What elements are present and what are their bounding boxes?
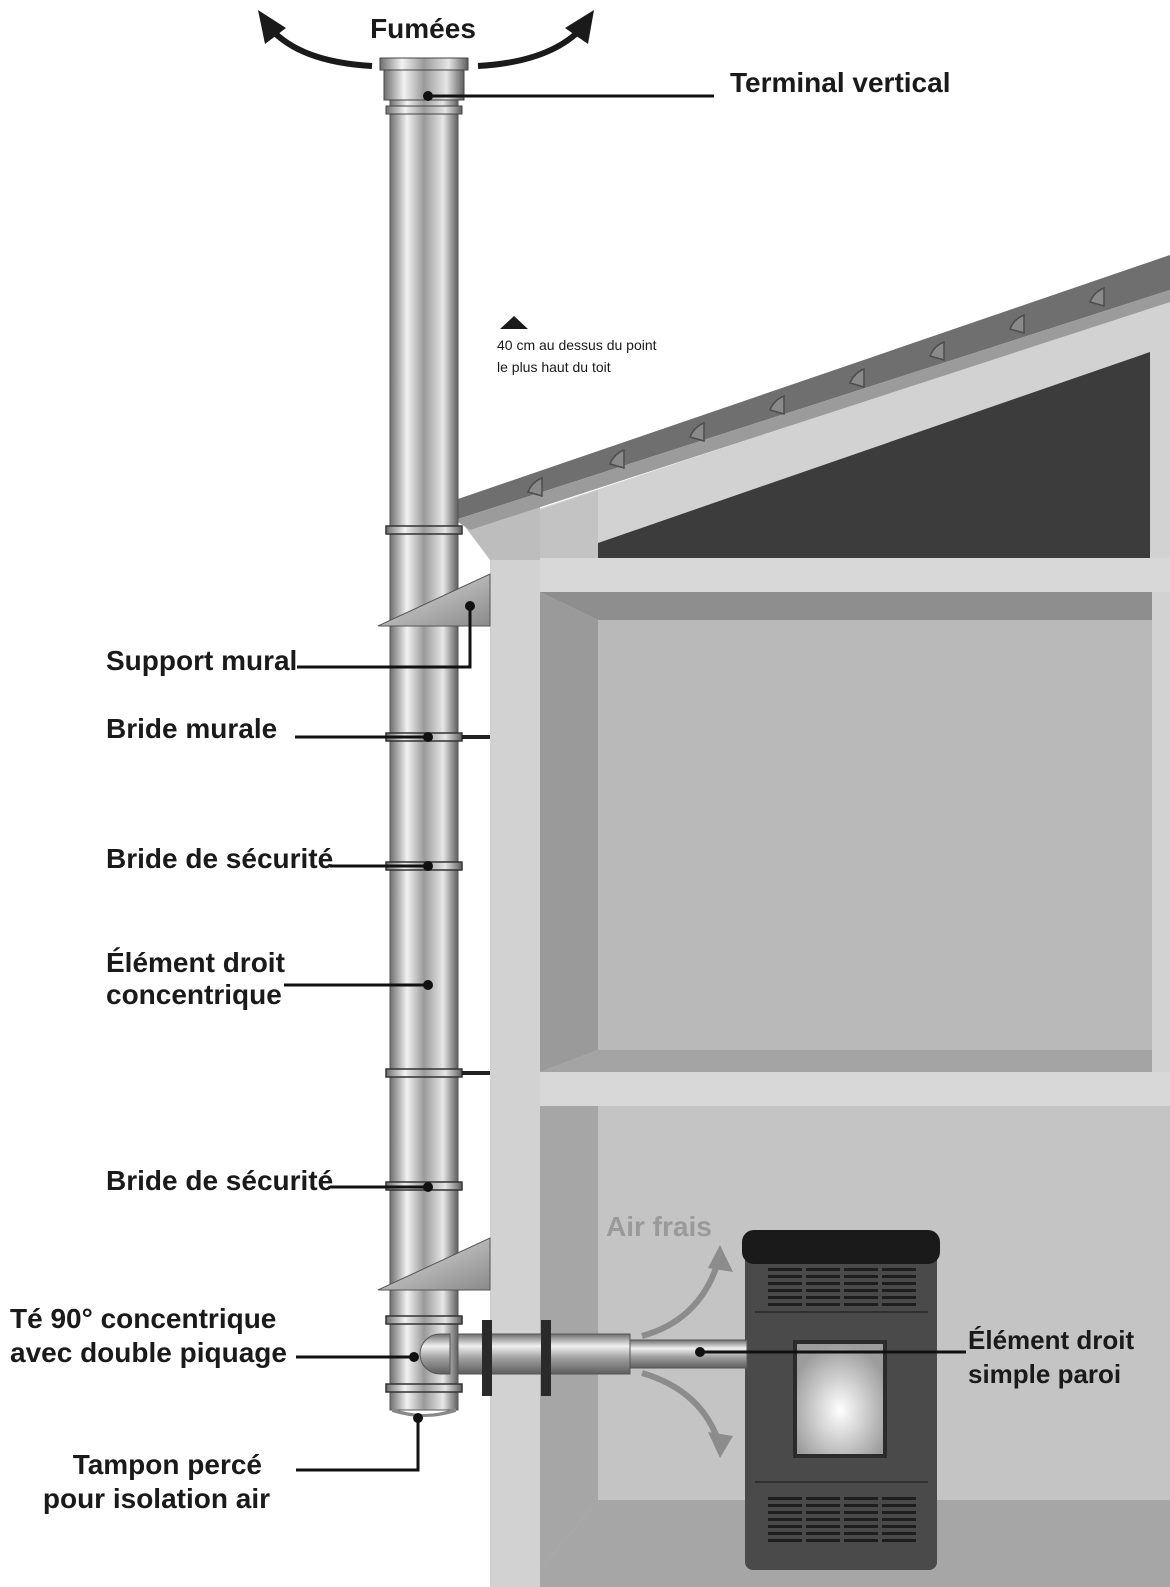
roof [455, 255, 1170, 520]
label-support-mural: Support mural [106, 645, 297, 676]
label-simple-line-1: Élément droit [968, 1325, 1134, 1355]
label-simple-line-2: simple paroi [968, 1359, 1121, 1389]
label-bride-murale: Bride murale [106, 713, 277, 744]
terminal-cap [379, 57, 469, 71]
upper-room-back [598, 620, 1152, 1050]
label-terminal-vertical: Terminal vertical [730, 67, 950, 98]
label-tampon-line-2: pour isolation air [43, 1483, 270, 1514]
chimney-pipe [389, 99, 459, 1411]
label-element-line-2: concentrique [106, 979, 282, 1010]
air-arrows [641, 1261, 721, 1442]
bottom-plug [392, 1408, 456, 1417]
smoke-arrows [258, 10, 594, 69]
stove-window [797, 1344, 883, 1454]
wall-plate-right [541, 1320, 551, 1396]
label-bride-securite-1: Bride de sécurité [106, 843, 333, 874]
roof-tiles [526, 286, 1105, 497]
floor-slab-top [540, 558, 1170, 592]
label-air-frais: Air frais [606, 1211, 712, 1242]
chimney [377, 57, 491, 1417]
label-bride-securite-2: Bride de sécurité [106, 1165, 333, 1196]
pellet-stove [742, 1230, 940, 1570]
upper-room-floor [540, 1050, 1152, 1072]
note-line-1: 40 cm au dessus du point [497, 337, 657, 353]
air-arrow-icon [641, 1370, 721, 1442]
label-element-line-1: Élément droit [106, 947, 285, 978]
smoke-arrow-right-icon [477, 25, 585, 69]
air-arrow-icon [641, 1261, 721, 1339]
house [455, 255, 1170, 1587]
upper-room-ceiling [540, 592, 1152, 620]
wall-plate-left [482, 1320, 492, 1396]
label-te-line-1: Té 90° concentrique [10, 1303, 276, 1334]
label-fumees: Fumées [370, 13, 476, 44]
stove-top [742, 1230, 940, 1264]
attic-side [540, 490, 598, 558]
smoke-arrow-left-icon [267, 25, 373, 69]
upper-room-left [540, 592, 598, 1072]
leader-lines [284, 91, 966, 1472]
stove-bottom-vents [768, 1497, 916, 1542]
label-te-line-2: avec double piquage [10, 1337, 287, 1368]
stove-top-vents [768, 1268, 916, 1306]
note-line-2: le plus haut du toit [497, 359, 611, 375]
floor-slab-middle [540, 1072, 1170, 1106]
roof-underside [455, 290, 1170, 530]
support-mural-bracket [377, 573, 491, 627]
attic [598, 352, 1150, 558]
lower-support-bracket [377, 1237, 491, 1291]
up-triangle-icon [500, 316, 528, 329]
horizontal-pipe [439, 1320, 748, 1396]
tee-elbow [419, 1333, 451, 1375]
label-tampon-line-1: Tampon percé [73, 1449, 262, 1480]
